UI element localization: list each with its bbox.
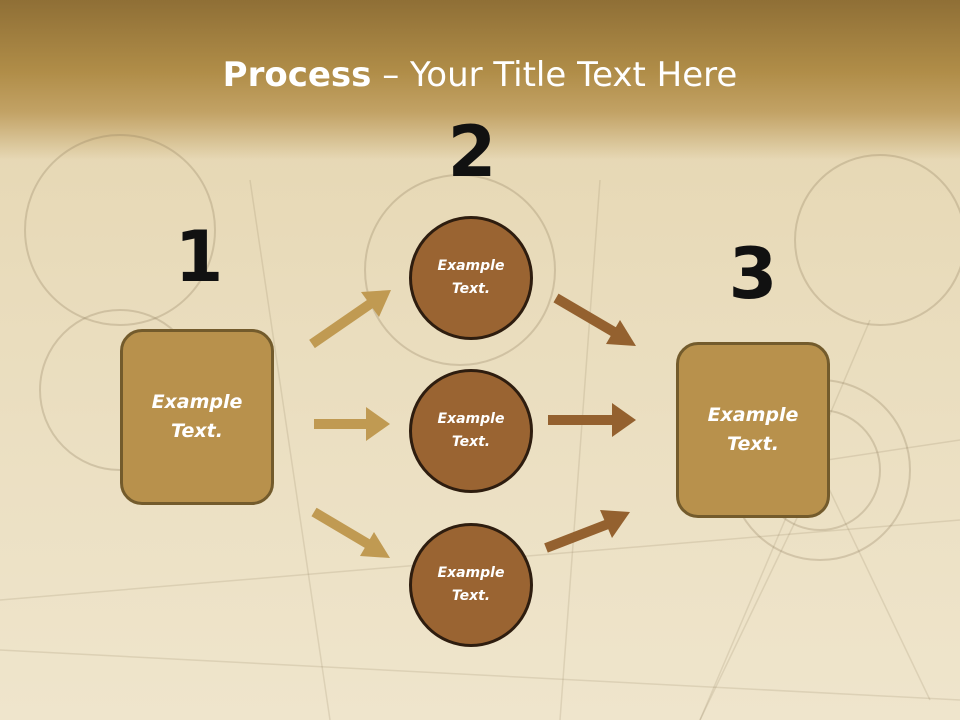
circle-bottom-label: Example Text. [437, 565, 505, 604]
circle-top: Example Text. [409, 216, 533, 340]
step-3-box: Example Text. [676, 342, 830, 518]
step-3-label: Example Text. [707, 404, 799, 455]
step-1-label: Example Text. [151, 391, 243, 442]
slide-title: Process – Your Title Text Here [0, 52, 960, 98]
title-separator: – [371, 55, 411, 95]
title-bold: Process [222, 55, 372, 95]
circle-top-label: Example Text. [437, 258, 505, 297]
step-1-box: Example Text. [120, 329, 274, 505]
header-band [0, 0, 960, 160]
step-number-3: 3 [728, 233, 778, 315]
title-rest: Your Title Text Here [410, 55, 738, 95]
step-number-1: 1 [174, 216, 224, 298]
circle-middle-label: Example Text. [437, 411, 505, 450]
circle-middle: Example Text. [409, 369, 533, 493]
circle-bottom: Example Text. [409, 523, 533, 647]
step-number-2: 2 [447, 111, 497, 193]
